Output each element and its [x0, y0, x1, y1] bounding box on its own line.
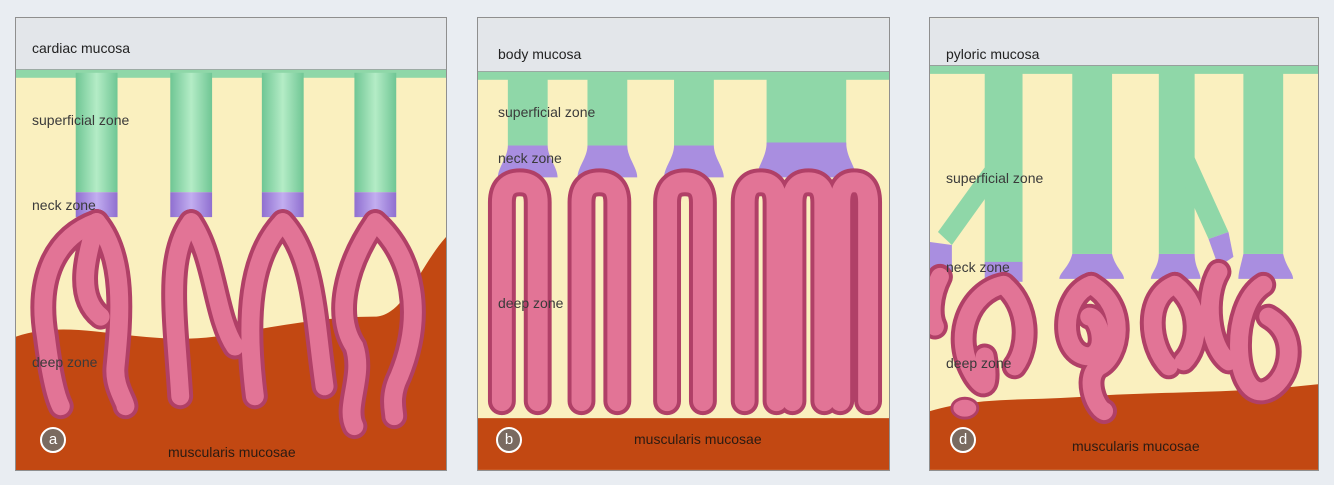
panel-title: cardiac mucosa	[32, 40, 131, 56]
gastric-pits	[75, 72, 397, 193]
panel-pyloric-mucosa: pyloric mucosa superficial zone neck zon…	[929, 17, 1319, 471]
pyloric-mucosa-diagram	[930, 18, 1318, 470]
panel-badge: a	[40, 427, 66, 453]
superficial-zone-label: superficial zone	[498, 104, 596, 120]
neck-regions	[930, 232, 1294, 282]
body-mucosa-diagram	[478, 18, 889, 470]
deep-glands	[487, 168, 883, 416]
gastric-pits	[937, 69, 1284, 264]
neck-regions	[75, 192, 397, 218]
muscularis-mucosae-layer	[930, 384, 1318, 470]
deep-zone-label: deep zone	[32, 354, 98, 370]
muscularis-mucosae-layer	[478, 418, 889, 470]
superficial-zone-label: superficial zone	[946, 170, 1044, 186]
panel-title: pyloric mucosa	[946, 46, 1040, 62]
panel-title: body mucosa	[498, 46, 582, 62]
muscularis-mucosae-label: muscularis mucosae	[1072, 438, 1200, 454]
neck-zone-label: neck zone	[946, 259, 1010, 275]
panel-badge: b	[496, 427, 522, 453]
lumen	[16, 18, 446, 70]
neck-regions	[497, 142, 857, 178]
deep-zone-label: deep zone	[946, 355, 1012, 371]
muscularis-mucosae-label: muscularis mucosae	[168, 444, 296, 460]
muscularis-mucosae-label: muscularis mucosae	[634, 431, 762, 447]
neck-zone-label: neck zone	[32, 197, 96, 213]
neck-zone-label: neck zone	[498, 150, 562, 166]
cardiac-mucosa-diagram	[16, 18, 446, 470]
panel-body-mucosa: body mucosa superficial zone neck zone d…	[477, 17, 890, 471]
surface-epithelium	[930, 65, 1318, 74]
panel-cardiac-mucosa: cardiac mucosa superficial zone neck zon…	[15, 17, 447, 471]
surface-epithelium	[478, 71, 889, 80]
lumen	[478, 18, 889, 72]
panel-badge: d	[950, 427, 976, 453]
surface-epithelium	[16, 69, 446, 78]
lumen	[930, 18, 1318, 66]
deep-zone-label: deep zone	[498, 295, 564, 311]
gastric-pits	[507, 75, 847, 146]
superficial-zone-label: superficial zone	[32, 112, 130, 128]
